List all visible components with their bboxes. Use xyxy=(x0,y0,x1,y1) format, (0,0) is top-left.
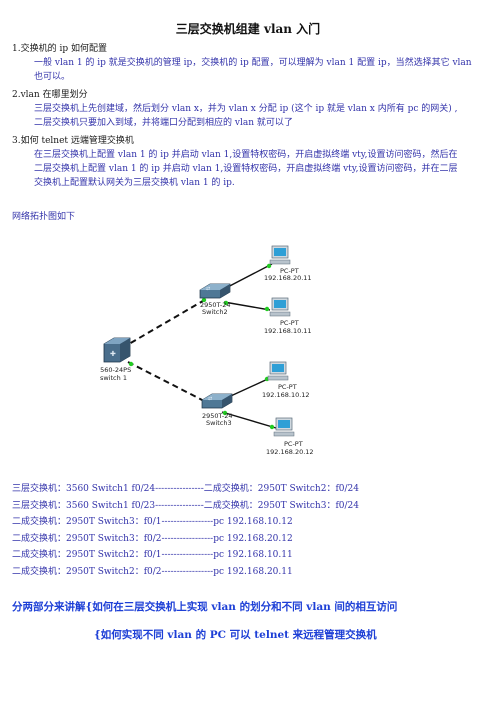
port-dot xyxy=(269,424,275,430)
connection-item: 二成交换机：2950T Switch3：f0/2----------------… xyxy=(12,533,293,544)
link-core-sw3 xyxy=(127,361,211,405)
connection-list: 三层交换机：3560 Switch1 f0/24----------------… xyxy=(12,481,482,580)
pc-4-type: PC-PT xyxy=(284,440,303,448)
section-3-line-1: 在三层交换机上配置 vlan 1 的 ip 并启动 vlan 1,设置特权密码，… xyxy=(34,150,458,160)
connection-item: 二成交换机：2950T Switch3：f0/1----------------… xyxy=(12,517,293,527)
port-dot xyxy=(264,306,270,312)
pc-3-type: PC-PT xyxy=(278,383,297,391)
pc-1: PC-PT 192.168.20.11 xyxy=(264,245,312,282)
connection-item: 二成交换机：2950T Switch2：f0/2----------------… xyxy=(12,566,293,577)
section-3-line-3: 交换机上配置默认网关为三层交换机 vlan 1 的 ip. xyxy=(34,178,235,188)
pc-2: PC-PT 192.168.10.11 xyxy=(264,297,312,335)
link-sw3-pc4 xyxy=(221,411,277,429)
section-1-heading: 1.交换机的 ip 如何配置 xyxy=(12,44,107,54)
section-3-line-2: 二层交换机上配置 vlan 1 的 ip 并启动 vlan 1,设置特权密码，开… xyxy=(34,164,458,174)
section-2-heading: 2.vlan 在哪里划分 xyxy=(12,90,88,100)
section-3: 3.如何 telnet 远端管理交换机 在三层交换机上配置 vlan 1 的 i… xyxy=(12,134,482,190)
pc-3: PC-PT 192.168.10.12 xyxy=(262,361,310,399)
section-1-line-1: 一般 vlan 1 的 ip 就是交换机的管理 ip，交换机的 ip 配置，可以… xyxy=(34,58,472,68)
port-indicators xyxy=(121,263,275,430)
pc-4-ip: 192.168.20.12 xyxy=(266,448,314,456)
pc-3-ip: 192.168.10.12 xyxy=(262,391,310,399)
connection-item: 三层交换机：3560 Switch1 f0/23----------------… xyxy=(12,500,359,511)
subheading-1: 分两部分来讲解{如何在三层交换机上实现 vlan 的划分和不同 vlan 间的相… xyxy=(12,601,398,613)
svg-text:✚: ✚ xyxy=(110,350,116,358)
svg-text:⇄: ⇄ xyxy=(206,286,210,292)
switch3: ⇄ 2950T-24 Switch3 xyxy=(201,393,233,427)
pc-icon xyxy=(269,245,291,265)
connection-item: 三层交换机：3560 Switch1 f0/24----------------… xyxy=(12,484,359,494)
section-2-line-1: 三层交换机上先创建域，然后划分 vlan x，并为 vlan x 分配 ip (… xyxy=(34,104,458,114)
section-3-heading: 3.如何 telnet 远端管理交换机 xyxy=(12,136,134,146)
pc-icon xyxy=(273,417,295,437)
pc-1-ip: 192.168.20.11 xyxy=(264,274,312,282)
pc-2-type: PC-PT xyxy=(280,319,299,327)
switch2-name: Switch2 xyxy=(202,308,228,316)
pc-4: PC-PT 192.168.20.12 xyxy=(266,417,314,456)
core-switch: ✚ 3560-24PS switch 1 xyxy=(100,337,131,382)
core-switch-model: 3560-24PS xyxy=(100,366,131,374)
port-dot xyxy=(222,410,228,416)
document-title: 三层交换机组建 vlan 入门 xyxy=(175,22,321,36)
switch3-name: Switch3 xyxy=(206,419,232,427)
pc-2-ip: 192.168.10.11 xyxy=(264,327,312,335)
links xyxy=(121,263,277,429)
link-sw2-pc2 xyxy=(223,301,271,311)
topology-caption: 网络拓扑图如下 xyxy=(12,212,76,222)
subheading-2: {如何实现不同 vlan 的 PC 可以 telnet 来远程管理交换机 xyxy=(94,629,377,641)
port-dot xyxy=(223,300,229,306)
section-1-line-2: 也可以。 xyxy=(34,72,71,82)
core-switch-name: switch 1 xyxy=(100,374,127,382)
connection-item: 二成交换机：2950T Switch2：f0/1----------------… xyxy=(12,550,293,560)
network-topology-diagram: ✚ 3560-24PS switch 1 ⇄ 2950T-24 Switch2 … xyxy=(100,245,314,456)
switch3-model: 2950T-24 xyxy=(202,412,233,420)
section-2-line-2: 二层交换机只要加入到域，并将端口分配到相应的 vlan 就可以了 xyxy=(34,118,293,128)
section-1: 1.交换机的 ip 如何配置 一般 vlan 1 的 ip 就是交换机的管理 i… xyxy=(12,42,482,84)
link-core-sw2 xyxy=(121,297,209,349)
switch2-model: 2950T-24 xyxy=(200,301,231,309)
pc-1-type: PC-PT xyxy=(280,267,299,275)
port-dot xyxy=(128,361,134,367)
port-dot xyxy=(201,297,207,303)
pc-icon xyxy=(269,297,291,317)
pc-icon xyxy=(267,361,289,381)
port-dot xyxy=(266,263,272,269)
svg-text:⇄: ⇄ xyxy=(208,396,212,402)
section-2: 2.vlan 在哪里划分 三层交换机上先创建域，然后划分 vlan x，并为 v… xyxy=(12,88,482,130)
switch2: ⇄ 2950T-24 Switch2 xyxy=(199,283,231,316)
